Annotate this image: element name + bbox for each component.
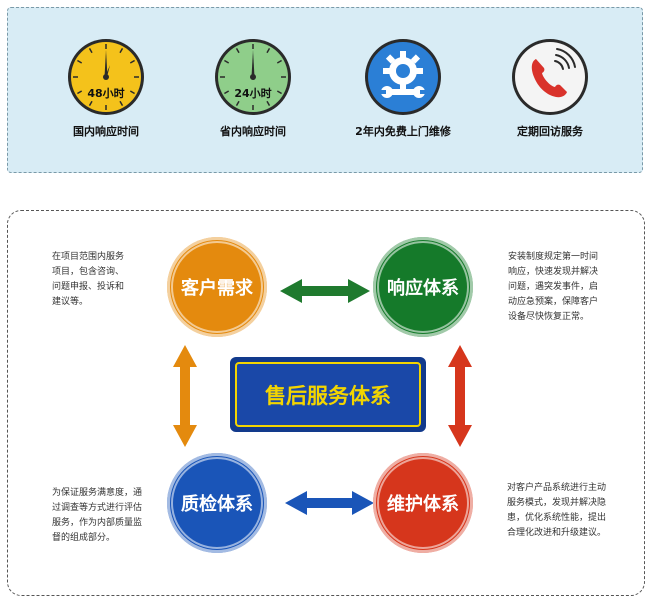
service-label: 2年内免费上门维修 [355,125,451,138]
regular-followup-item: 定期回访服务 [490,37,610,139]
clock-icon: 48小时 [68,39,144,115]
maintenance-system-description: 对客户产品系统进行主动 服务模式，发现并解决隐 患，优化系统性能，提出 合理化改… [507,483,607,538]
clock-icon: 24小时 [215,39,291,115]
service-commitments-panel: 48小时 国内响应时间 24小时 省内响应时间 [7,7,643,173]
dial-text: 24小时 [234,86,271,100]
quality-system-description: 为保证服务满意度，通 过调查等方式进行评估 服务，作为内部质量监 督的组成部分。 [52,488,143,543]
maintenance-system-node: 维护体系 [373,453,473,553]
response-system-description: 安装制度规定第一时间 响应，快速发现并解决 问题，遇突发事件，启 动应急预案，保… [508,252,599,322]
service-label: 省内响应时间 [220,125,286,138]
customer-demand-description: 在项目范围内服务 项目，包含咨询、 问题申报、投诉和 建议等。 [52,252,125,307]
response-system-node: 响应体系 [373,237,473,337]
arrow-left [173,345,197,447]
phone-icon [512,39,588,115]
dial-text: 48小时 [87,86,124,100]
gear-wrench-icon [365,39,441,115]
center-title-box: 售后服务体系 [230,357,426,432]
domestic-response-item: 48小时 国内响应时间 [46,37,166,139]
customer-demand-node: 客户需求 [167,237,267,337]
provincial-response-item: 24小时 省内响应时间 [193,37,313,139]
center-title: 售后服务体系 [265,383,391,408]
free-repair-item: 2年内免费上门维修 [343,37,463,139]
service-label: 定期回访服务 [517,125,583,138]
arrow-top [280,279,370,303]
service-label: 国内响应时间 [73,125,139,138]
arrow-bottom [285,491,374,515]
arrow-right [448,345,472,447]
quality-system-node: 质检体系 [167,453,267,553]
